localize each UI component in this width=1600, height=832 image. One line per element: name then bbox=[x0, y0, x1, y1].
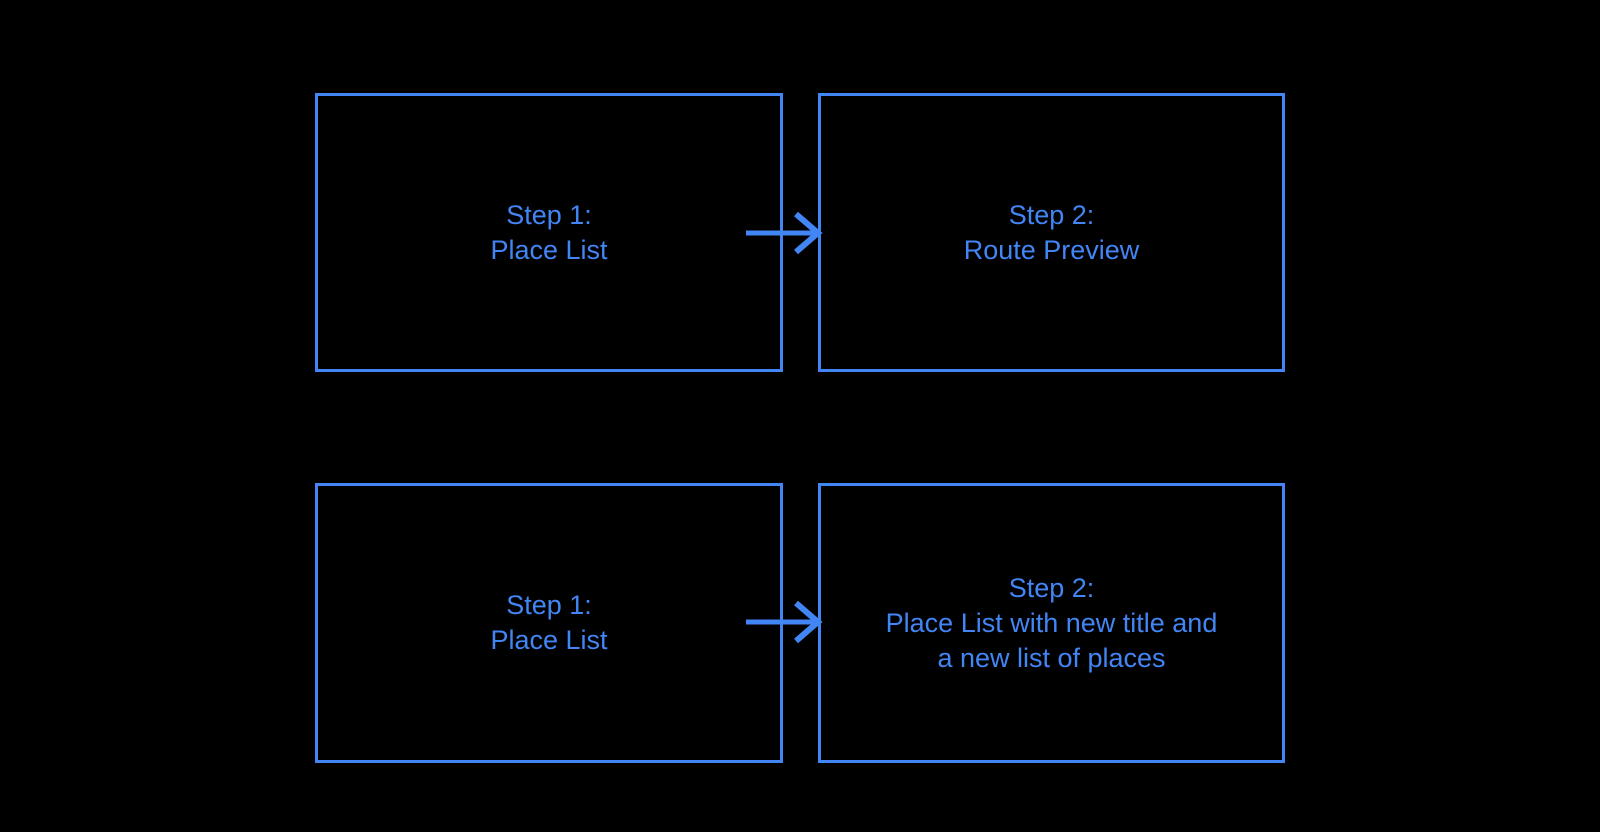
node-text-line: Place List with new title and bbox=[885, 607, 1218, 638]
node-text-line: Step 1: bbox=[506, 590, 592, 620]
node-step2-route-preview: Step 2: Route Preview bbox=[818, 93, 1285, 372]
node-step1-place-list-2: Step 1: Place List bbox=[315, 483, 783, 763]
node-text-line: Step 1: bbox=[506, 199, 592, 230]
node-text-line: Place List bbox=[490, 625, 608, 655]
right-arrow-icon bbox=[746, 210, 824, 256]
node-text-line: Place List bbox=[490, 234, 608, 265]
right-arrow-icon bbox=[746, 599, 824, 645]
node-text-line: a new list of places bbox=[937, 642, 1166, 673]
node-step1-place-list: Step 1: Place List bbox=[315, 93, 783, 372]
node-text-line: Step 2: bbox=[1008, 199, 1095, 230]
node-text-line: Route Preview bbox=[963, 234, 1140, 265]
node-text-line: Step 2: bbox=[1008, 572, 1095, 603]
node-step2-place-list-new-title: Step 2: Place List with new title and a … bbox=[818, 483, 1285, 763]
